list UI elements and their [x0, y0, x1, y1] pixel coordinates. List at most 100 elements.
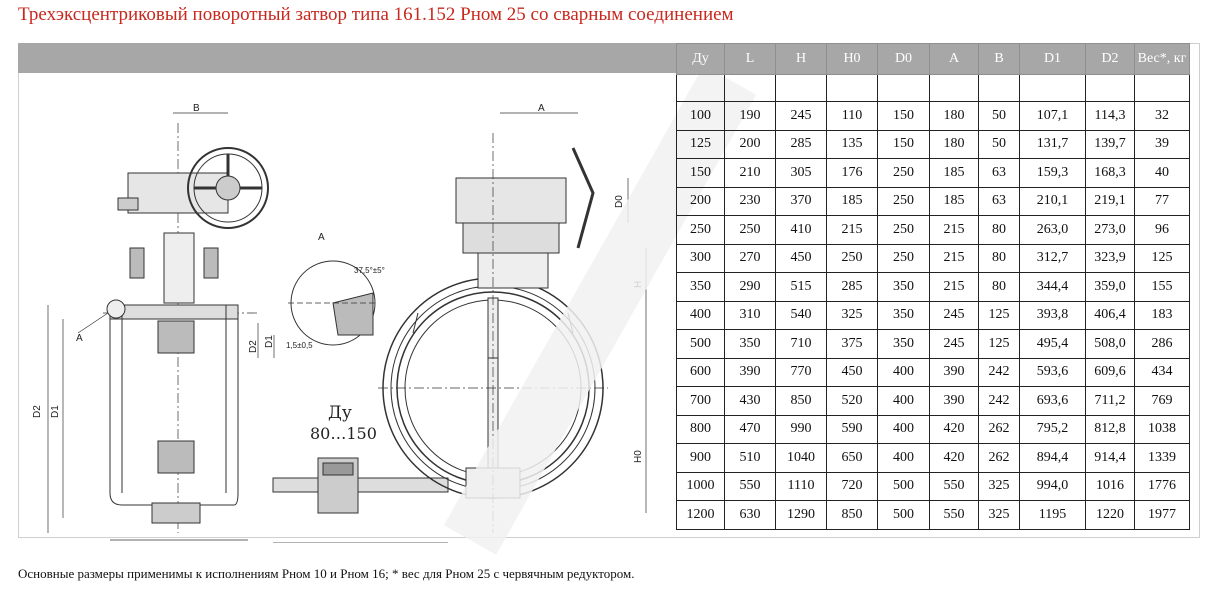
- table-cell: 400: [877, 357, 930, 387]
- table-cell: 185: [826, 186, 878, 216]
- table-cell: 495,4: [1019, 329, 1086, 359]
- table-cell: 350: [724, 329, 776, 359]
- table-cell: 850: [775, 386, 827, 416]
- col-header-b: B: [978, 43, 1020, 75]
- table-cell: 150: [676, 158, 725, 188]
- table-cell: 107,1: [1019, 101, 1086, 131]
- table-cell: 508,0: [1085, 329, 1135, 359]
- table-cell: 350: [676, 272, 725, 302]
- table-cell: 245: [929, 300, 979, 330]
- table-cell: 550: [929, 471, 979, 501]
- table-cell: 770: [775, 357, 827, 387]
- table-cell: 450: [775, 243, 827, 273]
- table-cell: 150: [877, 129, 930, 159]
- table-cell: 400: [877, 386, 930, 416]
- table-cell: 693,6: [1019, 386, 1086, 416]
- table-cell: 183: [1134, 300, 1190, 330]
- table-cell: 245: [775, 101, 827, 131]
- table-cell: 131,7: [1019, 129, 1086, 159]
- table-cell: 375: [826, 329, 878, 359]
- table-cell: 80: [978, 272, 1020, 302]
- table-cell: 323,9: [1085, 243, 1135, 273]
- table-cell: 263,0: [1019, 215, 1086, 245]
- table-cell: 190: [724, 101, 776, 131]
- side-view: [47, 112, 269, 541]
- table-cell: 286: [1134, 329, 1190, 359]
- table-cell: 500: [877, 500, 930, 530]
- table-cell: 406,4: [1085, 300, 1135, 330]
- table-cell: 250: [877, 215, 930, 245]
- table-cell: 270: [724, 243, 776, 273]
- table-cell: 215: [929, 272, 979, 302]
- table-cell: 350: [877, 272, 930, 302]
- table-cell: 900: [676, 443, 725, 473]
- table-cell: 350: [877, 300, 930, 330]
- table-cell: 110: [826, 101, 878, 131]
- table-cell: 125: [978, 329, 1020, 359]
- table-cell: 593,6: [1019, 357, 1086, 387]
- small-dn-detail: [272, 457, 449, 543]
- table-cell: 150: [877, 101, 930, 131]
- table-cell: 80: [978, 243, 1020, 273]
- col-header-a: A: [929, 43, 979, 75]
- table-cell: 300: [676, 243, 725, 273]
- table-cell: 420: [929, 414, 979, 444]
- table-cell: 914,4: [1085, 443, 1135, 473]
- table-cell: 250: [724, 215, 776, 245]
- table-cell: 515: [775, 272, 827, 302]
- table-cell: 32: [1134, 101, 1190, 131]
- table-cell: 185: [929, 186, 979, 216]
- table-cell: 305: [775, 158, 827, 188]
- table-cell: 994,0: [1019, 471, 1086, 501]
- table-cell: 96: [1134, 215, 1190, 245]
- table-cell: 245: [929, 329, 979, 359]
- table-cell: 250: [877, 243, 930, 273]
- table-cell: 850: [826, 500, 878, 530]
- table-cell: 410: [775, 215, 827, 245]
- table-cell: 180: [929, 129, 979, 159]
- table-cell: 1038: [1134, 414, 1190, 444]
- table-cell: 39: [1134, 129, 1190, 159]
- table-cell: 215: [929, 243, 979, 273]
- table-cell: 180: [929, 101, 979, 131]
- dim-a-label: A: [538, 103, 545, 114]
- table-cell: 325: [826, 300, 878, 330]
- table-cell: 210: [724, 158, 776, 188]
- table-cell: 430: [724, 386, 776, 416]
- table-spacer-row: [676, 74, 1190, 102]
- table-cell: 125: [978, 300, 1020, 330]
- table-cell: 285: [775, 129, 827, 159]
- table-cell: 434: [1134, 357, 1190, 387]
- table-cell: 215: [826, 215, 878, 245]
- dim-d2-small-label: D2: [248, 340, 259, 353]
- table-cell: 230: [724, 186, 776, 216]
- table-cell: 1220: [1085, 500, 1135, 530]
- table-header-row: Ду L H H0 D0 A B D1 D2 Вес*, кг: [676, 43, 1190, 75]
- table-cell: 390: [929, 357, 979, 387]
- table-cell: 400: [877, 414, 930, 444]
- callout-a-label: A: [76, 333, 83, 344]
- table-cell: 290: [724, 272, 776, 302]
- table-cell: 50: [978, 129, 1020, 159]
- table-cell: 700: [676, 386, 725, 416]
- table-cell: 63: [978, 186, 1020, 216]
- table-cell: 200: [724, 129, 776, 159]
- table-cell: 720: [826, 471, 878, 501]
- table-cell: 344,4: [1019, 272, 1086, 302]
- table-cell: 262: [978, 443, 1020, 473]
- table-cell: 540: [775, 300, 827, 330]
- table-cell: 1016: [1085, 471, 1135, 501]
- table-cell: 1200: [676, 500, 725, 530]
- table-cell: 393,8: [1019, 300, 1086, 330]
- table-cell: 630: [724, 500, 776, 530]
- table-cell: 250: [877, 158, 930, 188]
- dim-h0-label: H0: [633, 450, 644, 463]
- table-cell: 711,2: [1085, 386, 1135, 416]
